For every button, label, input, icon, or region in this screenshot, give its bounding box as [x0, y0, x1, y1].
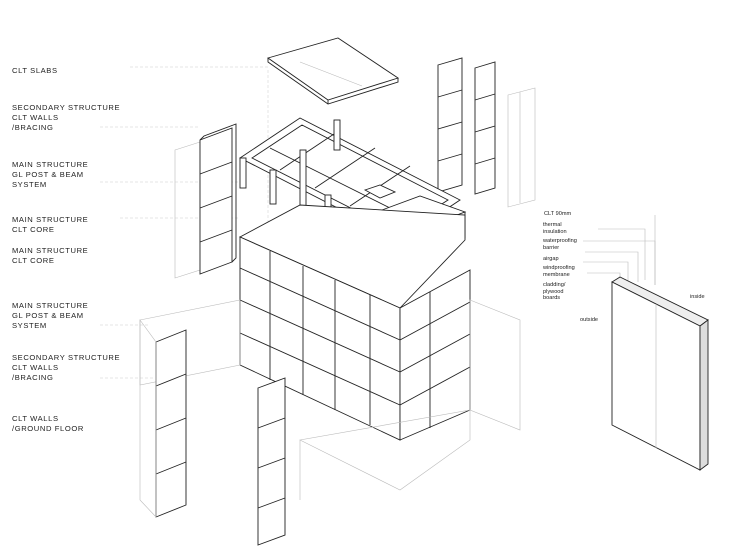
layer-line: thermal	[543, 222, 562, 228]
secondary-walls-right	[437, 57, 536, 208]
layer-line: cladding/	[543, 282, 566, 288]
label-line: CLT WALLS	[12, 113, 59, 122]
label-line: CLT SLABS	[12, 66, 58, 75]
label-line: CLT WALLS	[12, 414, 59, 423]
label-line: CLT WALLS	[12, 363, 59, 372]
inside-label: inside	[690, 294, 705, 300]
layer-line: windproofing	[543, 265, 575, 271]
outside-label: outside	[580, 317, 599, 323]
layer-line: airgap	[543, 256, 559, 262]
label-line: SYSTEM	[12, 180, 47, 189]
layer-line: plywood	[543, 288, 564, 295]
label-line: MAIN STRUCTURE	[12, 301, 89, 310]
layer-line: CLT 90mm	[544, 211, 572, 217]
label-line: MAIN STRUCTURE	[12, 246, 89, 255]
label-line: CLT CORE	[12, 256, 55, 265]
label-clt-walls-ground-floor: CLT WALLS/GROUND FLOOR	[12, 414, 84, 434]
secondary-walls-left	[174, 123, 237, 279]
label-line: CLT CORE	[12, 225, 55, 234]
clt-slab	[266, 37, 400, 105]
layer-line: boards	[543, 295, 561, 301]
label-line: /BRACING	[12, 373, 54, 382]
label-line: SECONDARY STRUCTURE	[12, 103, 121, 112]
layer-clt: CLT 90mm	[544, 211, 571, 218]
layer-line: insulation	[543, 228, 567, 235]
layer-line: waterproofing	[543, 238, 577, 244]
label-line: GL POST & BEAM	[12, 170, 84, 179]
layer-airgap: airgap	[543, 256, 559, 263]
label-line: GL POST & BEAM	[12, 311, 84, 320]
label-line: MAIN STRUCTURE	[12, 215, 89, 224]
label-line: MAIN STRUCTURE	[12, 160, 89, 169]
label-line: /BRACING	[12, 123, 54, 132]
layer-line: membrane	[543, 271, 570, 278]
wall-buildup-detail	[583, 215, 709, 471]
label-clt-slabs: CLT SLABS	[12, 66, 58, 76]
layer-line: barrier	[543, 244, 560, 251]
label-line: SECONDARY STRUCTURE	[12, 353, 121, 362]
main-building	[139, 204, 521, 441]
label-line: SYSTEM	[12, 321, 47, 330]
label-line: /GROUND FLOOR	[12, 424, 84, 433]
ground-floor-walls	[139, 319, 471, 546]
